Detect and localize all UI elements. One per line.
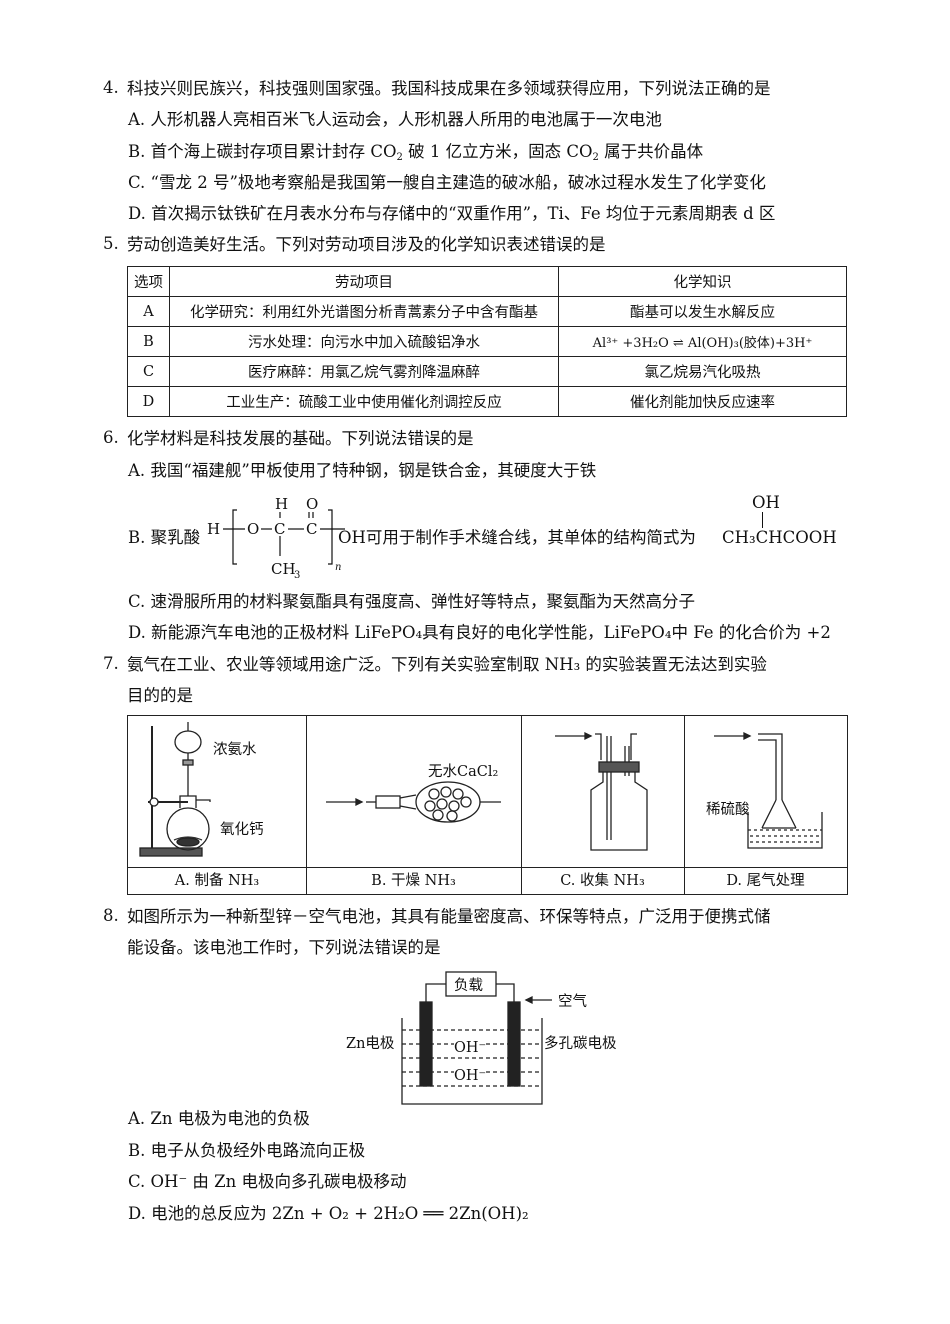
q6-option-c: C. 速滑服所用的材料聚氨酯具有强度高、弹性好等特点，聚氨酯为天然高分子 (128, 592, 696, 611)
q4-stem: 科技兴则民族兴，科技强则国家强。我国科技成果在多领域获得应用，下列说法正确的是 (127, 79, 771, 98)
caption-b: B. 干燥 NH₃ (306, 867, 521, 894)
label-dilute-h2so4: 稀硫酸 (706, 802, 750, 818)
q4-option-a: A. 人形机器人亮相百米飞人运动会，人形机器人所用的电池属于一次电池 (128, 110, 662, 129)
nh3-generator-icon (139, 722, 211, 857)
q6-monomer-bond (762, 512, 764, 528)
row-option: C (127, 356, 170, 387)
caption-d: D. 尾气处理 (684, 867, 847, 894)
polylactic-acid-structure: H O C C H O CH 3 n (207, 495, 345, 581)
caption-a: A. 制备 NH₃ (128, 867, 306, 894)
label-oh-upper: OH⁻ (454, 1040, 487, 1056)
label-load: 负载 (454, 978, 483, 994)
header-chem-knowledge: 化学知识 (558, 266, 847, 297)
q7-number: 7. (103, 654, 119, 673)
row-item: 医疗麻醉：用氯乙烷气雾剂降温麻醉 (169, 356, 559, 387)
q4-option-d: D. 首次揭示钛铁矿在月表水分布与存储中的“双重作用”，Ti、Fe 均位于元素周… (128, 204, 776, 223)
row-item: 污水处理：向污水中加入硫酸铝净水 (169, 326, 559, 357)
gas-bottle-icon (555, 731, 648, 851)
q4-option-b: B. 首个海上碳封存项目累计封存 CO2 破 1 亿立方米，固态 CO2 属于共… (128, 142, 704, 163)
svg-text:C: C (306, 520, 317, 538)
apparatus-a: 浓氨水 氧化钙 A. 制备 NH₃ (128, 716, 307, 894)
q5-number: 5. (103, 234, 119, 253)
zinc-air-battery-figure: 负载 空气 Zn电极 多孔碳电极 OH⁻ OH⁻ (340, 966, 640, 1114)
q8-option-c: C. OH⁻ 由 Zn 电极向多孔碳电极移动 (128, 1172, 407, 1191)
q7-apparatus-figure: 浓氨水 氧化钙 A. 制备 NH₃ 无水CaCl₂ B. 干燥 NH₃ (127, 715, 848, 895)
q5-table: 选项 劳动项目 化学知识 A 化学研究：利用红外光谱图分析青蒿素分子中含有酯基 … (127, 266, 847, 417)
svg-text:H: H (207, 520, 220, 538)
q8-option-b: B. 电子从负极经外电路流向正极 (128, 1141, 366, 1160)
label-ammonia-water: 浓氨水 (213, 742, 257, 758)
table-row: B 污水处理：向污水中加入硫酸铝净水 Al³⁺ +3H₂O ⇌ Al(OH)₃(… (127, 326, 847, 357)
svg-text:n: n (335, 562, 341, 573)
row-knowledge: 酯基可以发生水解反应 (558, 296, 847, 327)
label-cao: 氧化钙 (220, 822, 264, 838)
row-option: D (127, 386, 170, 417)
row-knowledge: 氯乙烷易汽化吸热 (558, 356, 847, 387)
drying-tube-icon (326, 781, 501, 823)
svg-text:CH: CH (271, 560, 296, 578)
svg-text:O: O (306, 495, 318, 513)
q4-option-c: C. “雪龙 2 号”极地考察船是我国第一艘自主建造的破冰船，破冰过程水发生了化… (128, 173, 766, 192)
q8-stem-line1: 如图所示为一种新型锌－空气电池，其具有能量密度高、环保等特点，广泛用于便携式储 (127, 907, 771, 926)
svg-text:C: C (274, 520, 285, 538)
label-carbon-electrode: 多孔碳电极 (544, 1036, 617, 1052)
q8-option-a: A. Zn 电极为电池的负极 (128, 1109, 310, 1128)
apparatus-d: 稀硫酸 D. 尾气处理 (684, 716, 847, 894)
absorption-beaker-icon (714, 731, 823, 849)
label-cacl2: 无水CaCl₂ (428, 764, 499, 780)
q6-option-d: D. 新能源汽车电池的正极材料 LiFePO₄具有良好的电化学性能，LiFePO… (128, 623, 831, 642)
q6-monomer-oh: OH (752, 493, 780, 512)
apparatus-b: 无水CaCl₂ B. 干燥 NH₃ (306, 716, 522, 894)
q7-stem-line1: 氨气在工业、农业等领域用途广泛。下列有关实验室制取 NH₃ 的实验装置无法达到实… (127, 655, 767, 674)
svg-text:3: 3 (294, 570, 300, 581)
apparatus-c: C. 收集 NH₃ (521, 716, 685, 894)
q7-stem-line2: 目的的是 (127, 686, 193, 705)
q6-monomer-formula: CH₃CHCOOH (722, 528, 837, 547)
q6-option-a: A. 我国“福建舰”甲板使用了特种钢，钢是铁合金，其硬度大于铁 (128, 461, 597, 480)
label-zn-electrode: Zn电极 (346, 1036, 395, 1052)
q8-number: 8. (103, 906, 119, 925)
row-item: 工业生产：硫酸工业中使用催化剂调控反应 (169, 386, 559, 417)
q6-option-b-text: OH可用于制作手术缝合线，其单体的结构简式为 (338, 528, 696, 547)
q8-option-d: D. 电池的总反应为 2Zn + O₂ + 2H₂O ══ 2Zn(OH)₂ (128, 1204, 529, 1223)
table-row: D 工业生产：硫酸工业中使用催化剂调控反应 催化剂能加快反应速率 (127, 386, 847, 417)
q8-stem-line2: 能设备。该电池工作时，下列说法错误的是 (127, 938, 441, 957)
q4-number: 4. (103, 78, 119, 97)
q6-stem: 化学材料是科技发展的基础。下列说法错误的是 (127, 429, 474, 448)
svg-text:O: O (247, 520, 259, 538)
label-oh-lower: OH⁻ (454, 1068, 487, 1084)
row-knowledge: 催化剂能加快反应速率 (558, 386, 847, 417)
q6-number: 6. (103, 428, 119, 447)
header-option: 选项 (127, 266, 170, 297)
label-air: 空气 (558, 994, 587, 1010)
row-knowledge: Al³⁺ +3H₂O ⇌ Al(OH)₃(胶体)+3H⁺ (558, 326, 847, 357)
header-labor-item: 劳动项目 (169, 266, 559, 297)
table-row: C 医疗麻醉：用氯乙烷气雾剂降温麻醉 氯乙烷易汽化吸热 (127, 356, 847, 387)
row-option: A (127, 296, 170, 327)
row-item: 化学研究：利用红外光谱图分析青蒿素分子中含有酯基 (169, 296, 559, 327)
caption-c: C. 收集 NH₃ (521, 867, 684, 894)
q5-stem: 劳动创造美好生活。下列对劳动项目涉及的化学知识表述错误的是 (127, 235, 606, 254)
row-option: B (127, 326, 170, 357)
svg-text:H: H (275, 495, 288, 513)
table-header-row: 选项 劳动项目 化学知识 (127, 266, 847, 297)
table-row: A 化学研究：利用红外光谱图分析青蒿素分子中含有酯基 酯基可以发生水解反应 (127, 296, 847, 327)
q6-option-b-prefix: B. 聚乳酸 (128, 528, 201, 547)
